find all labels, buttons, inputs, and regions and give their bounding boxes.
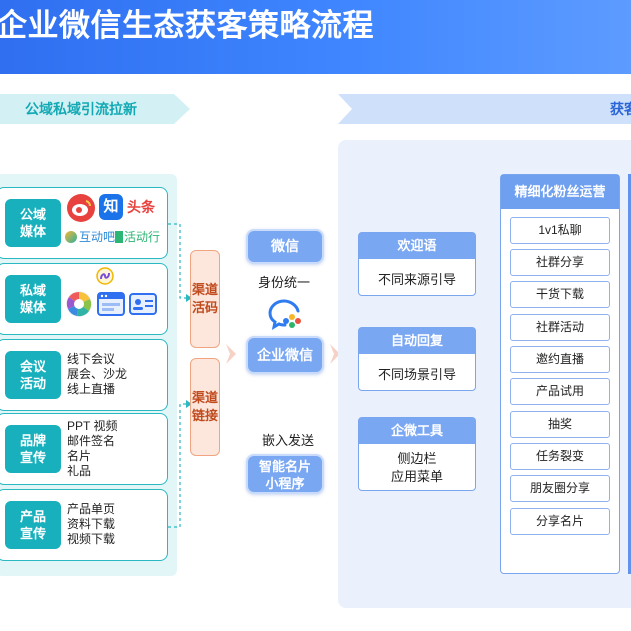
section-right-label: 获客: [610, 101, 631, 117]
page-title: 企业微信生态获客策略流程: [0, 8, 374, 43]
feature-card-autoreply: 自动回复 不同场景引导: [358, 327, 476, 391]
channel-link-box: 渠道 链接: [190, 358, 220, 456]
wecom-box: 企业微信: [246, 336, 324, 374]
operation-item: 产品试用: [510, 378, 610, 405]
huodongxing-icon: 活动行: [115, 228, 167, 246]
feature-card-title: 企微工具: [359, 418, 475, 444]
section-banner-left: 公域私域引流拉新: [0, 94, 190, 124]
operation-item: 1v1私聊: [510, 217, 610, 244]
operation-item: 抽奖: [510, 411, 610, 438]
huodongxing-label: 活动行: [124, 230, 161, 244]
zhihu-icon: 知: [99, 194, 123, 220]
source-detail-text: 线下会议 展会、沙龙 线上直播: [67, 352, 128, 396]
operation-item: 干货下载: [510, 281, 610, 308]
source-row-public-media: 公域 媒体 知 头条 互动吧 活动行: [0, 187, 168, 259]
feature-card-title: 欢迎语: [359, 233, 475, 259]
feature-card-title: 自动回复: [359, 328, 475, 354]
source-tile: 公域 媒体: [5, 199, 61, 247]
hudongba-icon: 互动吧: [65, 228, 117, 246]
operation-item: 社群分享: [510, 249, 610, 276]
header-bar: 企业微信生态获客策略流程: [0, 0, 631, 74]
operation-item: 社群活动: [510, 314, 610, 341]
source-row-brand: 品牌 宣传 PPT 视频 邮件签名 名片 礼品: [0, 413, 168, 485]
source-tile: 私域 媒体: [5, 275, 61, 323]
browser-window-icon: [97, 292, 125, 316]
feature-card-body: 侧边栏 应用菜单: [390, 451, 443, 484]
source-detail-text: PPT 视频 邮件签名 名片 礼品: [67, 419, 118, 478]
source-row-meeting: 会议 活动 线下会议 展会、沙龙 线上直播: [0, 339, 168, 411]
feature-card-body: 不同场景引导: [377, 367, 456, 382]
operation-item: 邀约直播: [510, 346, 610, 373]
identity-unify-label: 身份统一: [258, 275, 311, 290]
source-tile: 会议 活动: [5, 351, 61, 399]
smart-card-miniprogram-box: 智能名片 小程序: [246, 454, 324, 494]
weibo-icon: [67, 194, 95, 222]
operations-title: 精细化粉丝运营: [501, 175, 619, 209]
contact-card-icon: [129, 292, 157, 316]
feature-card-wecom-tools: 企微工具 侧边栏 应用菜单: [358, 417, 476, 491]
mini-program-icon: [96, 267, 114, 285]
toutiao-icon: 头条: [127, 199, 155, 215]
source-tile: 产品 宣传: [5, 501, 61, 549]
operation-item: 分享名片: [510, 508, 610, 535]
source-detail-text: 产品单页 资料下载 视频下载: [67, 502, 116, 546]
source-row-product: 产品 宣传 产品单页 资料下载 视频下载: [0, 489, 168, 561]
operation-item: 任务裂变: [510, 443, 610, 470]
wechat-box: 微信: [246, 229, 324, 264]
operation-item: 朋友圈分享: [510, 475, 610, 502]
section-banner-right: 获客: [338, 94, 631, 124]
embed-send-label: 嵌入发送: [262, 433, 315, 448]
wechat-moments-icon: [65, 290, 93, 318]
source-row-private-media: 私域 媒体: [0, 263, 168, 335]
next-column-edge: [628, 174, 631, 574]
wecom-logo-icon: [268, 298, 304, 332]
source-tile: 品牌 宣传: [5, 425, 61, 473]
channel-qrcode-box: 渠道 活码: [190, 250, 220, 348]
hudongba-label: 互动吧: [79, 230, 116, 244]
section-left-label: 公域私域引流拉新: [25, 101, 137, 117]
feature-card-welcome: 欢迎语 不同来源引导: [358, 232, 476, 296]
feature-card-body: 不同来源引导: [377, 272, 456, 287]
